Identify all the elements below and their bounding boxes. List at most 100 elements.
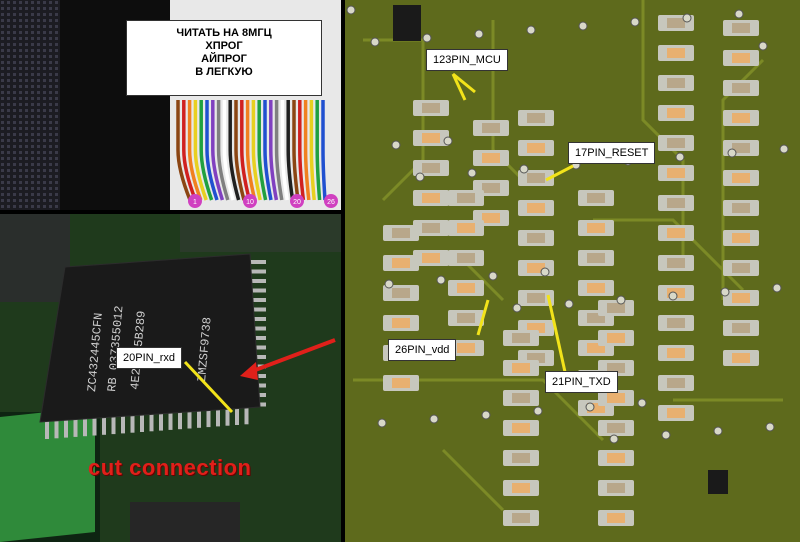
chip-pin — [250, 326, 266, 331]
smd-component — [587, 313, 605, 323]
smd-component — [527, 233, 545, 243]
transistor — [708, 470, 728, 494]
chip-pin — [130, 410, 135, 433]
note-line: ЧИТАТЬ НА 8МГЦ — [176, 27, 272, 39]
smd-component — [527, 323, 545, 333]
chip-pin — [64, 415, 68, 438]
chip-pin — [168, 407, 173, 430]
ribbon-wire — [222, 100, 235, 201]
smd-component — [482, 183, 500, 193]
via — [713, 426, 723, 436]
yellow-arrow — [452, 72, 476, 94]
smd-component — [732, 143, 750, 153]
smd-component — [607, 423, 625, 433]
chip-pin — [225, 403, 230, 426]
via — [384, 279, 394, 289]
smd-component — [512, 393, 530, 403]
via — [734, 9, 744, 19]
ribbon-wire — [176, 100, 192, 201]
smd-component — [422, 253, 440, 263]
smd-component — [667, 228, 685, 238]
pcb-trace — [441, 448, 505, 512]
chip-pin — [73, 414, 78, 437]
pcb-trace — [593, 218, 745, 292]
smd-component — [457, 283, 475, 293]
via — [616, 295, 626, 305]
chip-pin — [197, 405, 201, 428]
panel-divider — [341, 0, 345, 542]
chip-graphic: ZC432445CFN RB 037355012 4E289 5B289 ZMZ… — [0, 212, 343, 542]
smd-component — [667, 108, 685, 118]
smd-component — [512, 333, 530, 343]
panel-divider — [0, 210, 343, 214]
smd-component — [732, 233, 750, 243]
via — [422, 33, 432, 43]
smd-component — [422, 133, 440, 143]
chip-pin — [54, 416, 59, 439]
ribbon-wire — [303, 100, 311, 201]
label-21pin-txd: 21PIN_TXD — [545, 371, 618, 393]
red-arrow-head — [240, 362, 258, 380]
smd-component — [587, 223, 605, 233]
chip-pin — [92, 413, 97, 436]
smd-component — [457, 313, 475, 323]
ribbon-wire — [274, 100, 284, 201]
via — [415, 172, 425, 182]
smd-component — [392, 258, 410, 268]
chip-pin — [250, 307, 266, 312]
smd-component — [667, 138, 685, 148]
chip-pin — [111, 412, 116, 435]
chip-pin — [250, 260, 266, 264]
chip-pins — [45, 402, 249, 439]
yellow-arrow — [451, 73, 467, 101]
smd-component — [587, 403, 605, 413]
chip-pin — [159, 408, 163, 431]
ribbon-wire — [263, 100, 273, 201]
ribbon-wire — [309, 100, 316, 201]
smd-component — [667, 258, 685, 268]
yellow-arrow — [183, 360, 234, 414]
via — [533, 406, 543, 416]
smd-component — [392, 228, 410, 238]
chip-pin — [206, 405, 211, 428]
smd-component — [667, 318, 685, 328]
ic-package — [393, 5, 421, 41]
instruction-note: ЧИТАТЬ НА 8МГЦ ХПРОГ АЙПРОГ В ЛЕГКУЮ — [126, 20, 322, 96]
label-26pin-vdd: 26PIN_vdd — [388, 339, 457, 361]
via — [481, 410, 491, 420]
smd-component — [732, 323, 750, 333]
ribbon-wire — [199, 100, 214, 201]
smd-component — [527, 353, 545, 363]
via — [436, 275, 446, 285]
smd-component — [607, 333, 625, 343]
ribbon-wire — [205, 100, 219, 201]
smd-component — [667, 78, 685, 88]
smd-component — [482, 123, 500, 133]
via — [637, 398, 647, 408]
ribbon-wire — [245, 100, 257, 201]
smd-component — [587, 193, 605, 203]
smd-component — [527, 113, 545, 123]
ribbon-wire — [228, 100, 241, 201]
via — [765, 422, 775, 432]
via — [391, 140, 401, 150]
chip-pin — [250, 317, 266, 321]
note-line: АЙПРОГ — [201, 53, 247, 65]
smd-component — [512, 363, 530, 373]
smd-component — [587, 343, 605, 353]
smd-component — [607, 393, 625, 403]
smd-component — [482, 153, 500, 163]
via — [609, 434, 619, 444]
chip-pin — [149, 409, 154, 432]
smd-component — [607, 363, 625, 373]
ribbon-wire — [286, 100, 295, 201]
via — [467, 168, 477, 178]
chip-marking: ZC432445CFN — [85, 312, 106, 392]
chip-pin — [250, 355, 266, 359]
via — [346, 5, 356, 15]
via — [682, 13, 692, 23]
smd-component — [527, 203, 545, 213]
chip-pin — [250, 288, 266, 293]
via — [779, 144, 789, 154]
ribbon-wire — [315, 100, 322, 201]
